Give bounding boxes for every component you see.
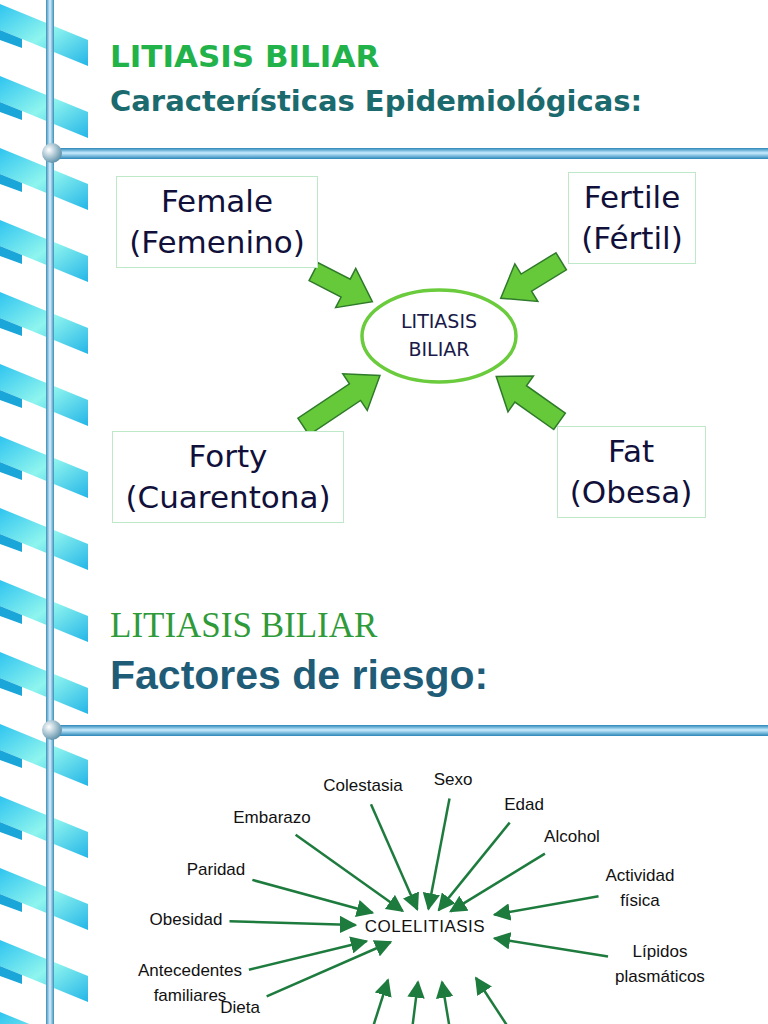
risk-factor: Colestasia [320,772,406,801]
node-text: Sexo [434,768,473,793]
divider-rod [48,725,768,736]
block-arrow [496,376,565,430]
feature-box: Forty (Cuarentona) [112,431,344,523]
factor-arrow [296,835,403,911]
slide-subtitle: Factores de riesgo: [110,652,488,699]
factor-arrow [450,854,544,912]
node-text: Lípidos plasmáticos [615,940,705,989]
feature-box: Fertile (Fértil) [568,172,696,264]
block-arrow [309,263,372,308]
risk-factor: Embarazo [230,804,314,833]
rod-knob [42,720,62,740]
node-text: Edad [504,793,544,818]
slide-subtitle: Características Epidemiológicas: [110,84,642,118]
node-text: Embarazo [233,806,310,831]
risk-factor: Alcohol [541,823,603,852]
node-text: Female (Femenino) [129,181,305,263]
risk-factor: Lípidos plasmáticos [612,938,708,992]
risk-factor: Dieta [217,994,263,1023]
slide-title: LITIASIS BILIAR [110,606,377,646]
risk-factor: Obesidad [147,906,226,935]
block-arrow [501,253,567,302]
factor-arrow [229,921,355,925]
factor-arrow [252,880,372,913]
node-text: Fat (Obesa) [570,431,692,513]
risk-factor: Sexo [431,766,476,795]
central-term: COLELITIASIS [361,914,490,940]
ellipse-outline [359,287,519,385]
node-text: Obesidad [150,908,223,933]
cut-off-arrows [372,978,510,1024]
factor-arrow [267,942,391,996]
risk-factor: Actividad física [603,862,678,916]
node-text: COLELITIASIS [365,917,485,937]
rod-knob [42,143,62,163]
factor-arrow [494,896,598,914]
divider-rod [48,148,768,159]
feature-box: Fat (Obesa) [557,426,706,518]
node-text: Forty (Cuarentona) [125,436,330,518]
factor-arrow [428,798,449,909]
node-text: Paridad [187,858,246,883]
node-text: Dieta [220,996,260,1021]
risk-factor: Paridad [184,856,249,885]
center-ellipse: LITIASIS BILIAR [359,287,519,385]
node-text: Actividad física [606,864,675,913]
slide-title: LITIASIS BILIAR [110,38,379,74]
node-text: Alcohol [544,825,600,850]
feature-box: Female (Femenino) [116,176,318,268]
factor-arrow [249,941,367,970]
block-arrow [298,374,380,435]
risk-factor: Edad [501,791,547,820]
node-text: LITIASIS BILIAR [401,308,477,363]
node-text: Colestasia [323,774,402,799]
node-text: Fertile (Fértil) [581,177,683,259]
factor-arrow [494,938,608,956]
